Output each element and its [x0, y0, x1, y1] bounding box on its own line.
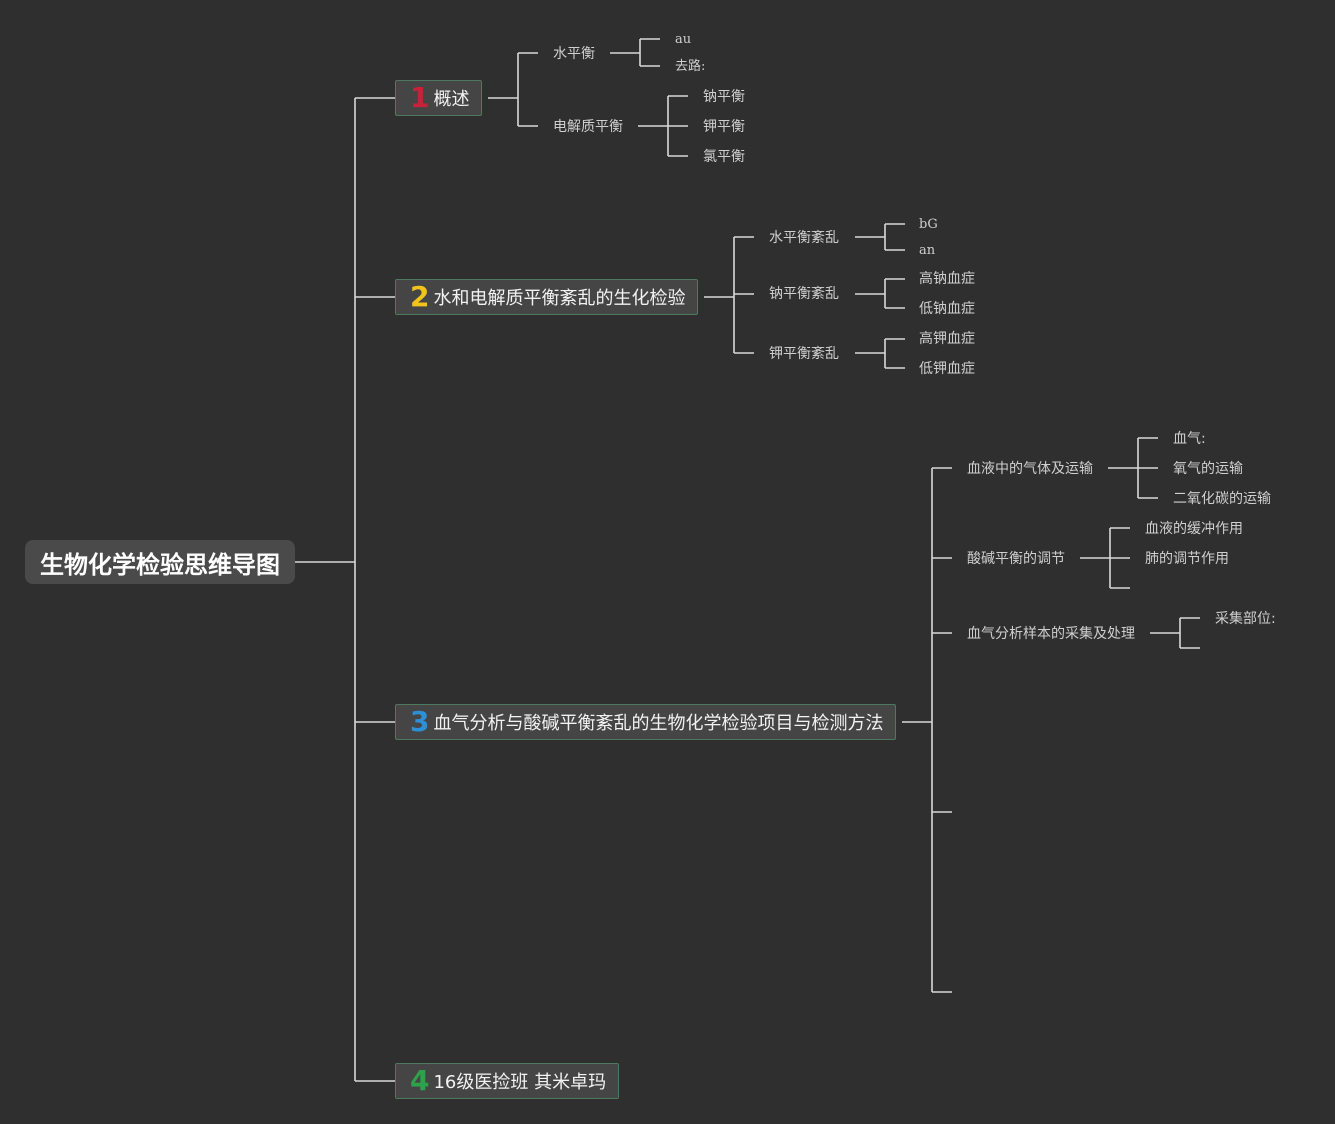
- topic-1-label: 概述: [433, 89, 470, 110]
- topic-2-node[interactable]: 2 水和电解质平衡紊乱的生化检验: [395, 279, 699, 315]
- root-label: 生物化学检验思维导图: [40, 550, 280, 579]
- topic-1-number-icon: 1: [410, 81, 430, 114]
- leaf-node[interactable]: 钾平衡: [703, 119, 745, 135]
- leaf-node[interactable]: 氧气的运输: [1173, 461, 1243, 477]
- topic-4-label: 16级医捡班 其米卓玛: [433, 1072, 607, 1093]
- subtopic-potassium-disorder[interactable]: 钾平衡紊乱: [769, 346, 839, 362]
- leaf-node[interactable]: 高钾血症: [919, 331, 975, 347]
- subtopic-water-disorder[interactable]: 水平衡紊乱: [769, 230, 839, 246]
- leaf-node[interactable]: an: [919, 243, 936, 258]
- leaf-node[interactable]: 二氧化碳的运输: [1173, 491, 1271, 507]
- topic-3-label: 血气分析与酸碱平衡紊乱的生物化学检验项目与检测方法: [433, 713, 884, 734]
- leaf-node[interactable]: 血液的缓冲作用: [1145, 521, 1243, 537]
- subtopic-acid-base-regulation[interactable]: 酸碱平衡的调节: [967, 551, 1065, 567]
- topic-3-node[interactable]: 3 血气分析与酸碱平衡紊乱的生物化学检验项目与检测方法: [395, 704, 897, 740]
- leaf-node[interactable]: 氯平衡: [703, 149, 745, 165]
- topic-1-node[interactable]: 1 概述: [395, 80, 483, 116]
- topic-2-number-icon: 2: [410, 280, 430, 313]
- topic-4-node[interactable]: 4 16级医捡班 其米卓玛: [395, 1063, 620, 1099]
- subtopic-electrolyte-balance[interactable]: 电解质平衡: [553, 119, 623, 135]
- leaf-node[interactable]: 低钠血症: [919, 301, 975, 317]
- leaf-node[interactable]: 采集部位:: [1215, 611, 1276, 627]
- leaf-node[interactable]: 血气:: [1173, 431, 1206, 447]
- leaf-node[interactable]: 高钠血症: [919, 271, 975, 287]
- subtopic-sodium-disorder[interactable]: 钠平衡紊乱: [769, 286, 839, 302]
- root-node[interactable]: 生物化学检验思维导图: [25, 540, 295, 584]
- leaf-node[interactable]: au: [675, 32, 692, 47]
- topic-2-label: 水和电解质平衡紊乱的生化检验: [433, 288, 686, 309]
- topic-3-number-icon: 3: [410, 705, 430, 738]
- leaf-node[interactable]: 低钾血症: [919, 361, 975, 377]
- leaf-node[interactable]: 钠平衡: [703, 89, 745, 105]
- subtopic-water-balance[interactable]: 水平衡: [553, 46, 595, 62]
- leaf-node[interactable]: 去路:: [675, 59, 706, 74]
- subtopic-sample-collection[interactable]: 血气分析样本的采集及处理: [967, 626, 1135, 642]
- leaf-node[interactable]: bG: [919, 217, 938, 232]
- leaf-node[interactable]: 肺的调节作用: [1145, 551, 1229, 567]
- subtopic-blood-gas-transport[interactable]: 血液中的气体及运输: [967, 461, 1093, 477]
- topic-4-number-icon: 4: [410, 1064, 430, 1097]
